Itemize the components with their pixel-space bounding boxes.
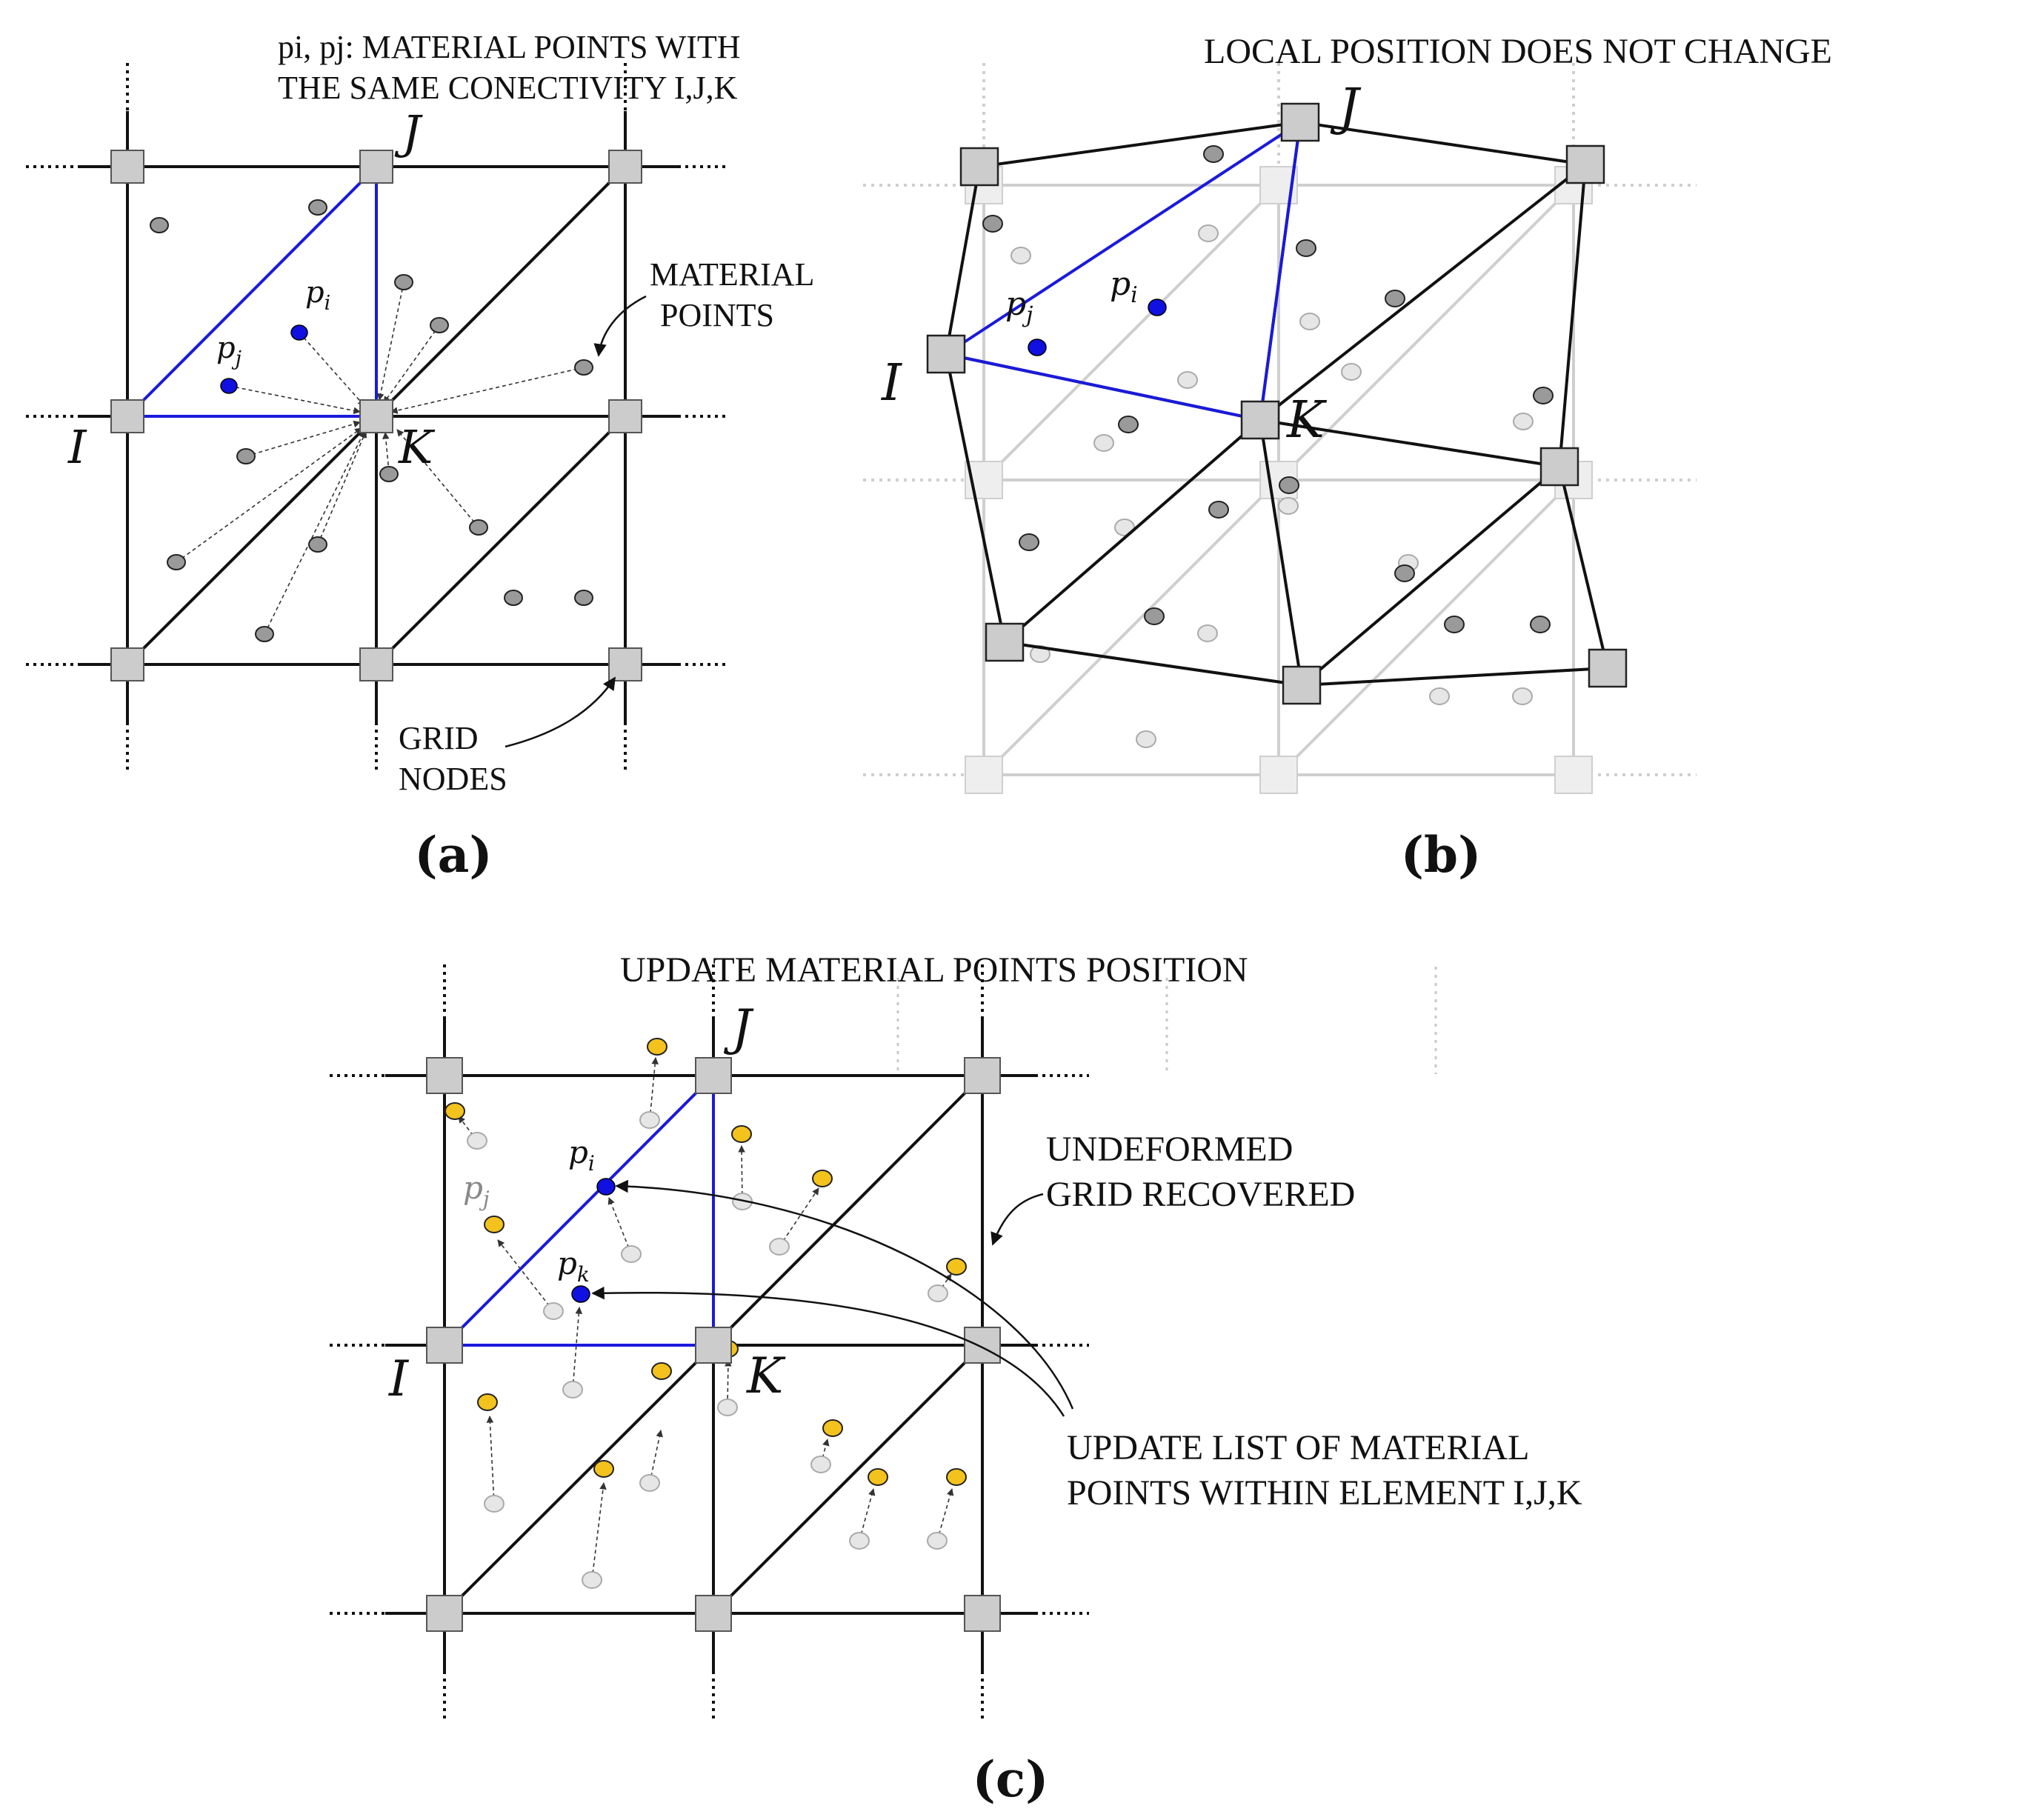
panel-a-stubs [26,63,730,770]
panel-a-material-label-line1: MATERIAL [650,256,814,293]
panel-b-grid-nodes [926,102,1628,705]
panel-a-grid-label-line1: GRID [399,720,479,756]
panel-b-material-points [982,145,1554,633]
panel-c-point-pk [571,1285,590,1303]
panel-a-tracked-points [220,324,308,394]
panel-c-update-line2: POINTS WITHIN ELEMENT I,J,K [1067,1473,1582,1513]
panel-a-node-K: K [398,420,436,474]
panel-a-caption: (a) [414,826,492,884]
panel-c-node-K: K [746,1347,786,1404]
panel-a-node-I: I [67,420,87,474]
panel-c-node-J: J [723,999,754,1056]
panel-b-label-pj: pj [1005,285,1033,328]
panel-c-ghost-marks [896,967,1437,1074]
panel-c-title: UPDATE MATERIAL POINTS POSITION [620,950,1248,990]
panel-c-caption: (c) [973,1750,1049,1808]
panel-c-label-pi: pi [568,1134,595,1176]
panel-b-caption: (b) [1401,826,1482,884]
panel-c-label-pj: pj [463,1170,490,1211]
panel-c-tracked-points [571,1178,616,1303]
panel-c-updated-points [445,1038,967,1486]
panel-b-ghost-points [1010,224,1534,748]
panel-b-tracked-points [1028,299,1167,356]
panel-b-element-IJK [942,119,1302,422]
panel-c-callout-arrows [591,1179,1074,1417]
panel-a-point-pi [290,324,308,341]
panel-a-callout-arrows [505,295,647,748]
panel-c-undeformed-line2: GRID RECOVERED [1046,1175,1355,1214]
panel-c-label-pk: pk [557,1245,590,1287]
panel-b-point-pi [1148,299,1167,316]
panel-c-grid-nodes [426,1057,1001,1632]
panel-c-displacement-arrows [458,1057,954,1581]
panel-c-stubs [330,964,1089,1722]
panel-a-material-label-line2: POINTS [660,297,774,333]
panel-b-title: LOCAL POSITION DOES NOT CHANGE [1204,32,1832,71]
panel-a: pi, pj: MATERIAL POINTS WITH THE SAME CO… [26,29,814,884]
panel-a-note-line2: THE SAME CONECTIVITY I,J,K [278,70,738,106]
panel-a-element-IJK [124,163,378,418]
panel-b-point-pj [1028,339,1047,356]
panel-b-label-pi: pi [1110,265,1138,308]
panel-a-material-points [150,199,593,642]
panel-c-undeformed-line1: UNDEFORMED [1046,1130,1293,1169]
panel-a-node-J: J [394,105,423,159]
panel-b-node-K: K [1285,391,1328,450]
panel-c-point-pi [596,1178,616,1196]
panel-b: LOCAL POSITION DOES NOT CHANGE I J K pi … [863,32,1832,884]
panel-a-label-pi: pi [305,276,330,315]
panel-c: UPDATE MATERIAL POINTS POSITION UNDEFORM… [330,950,1582,1808]
panel-a-label-pj: pj [216,331,242,370]
panel-a-point-pj [220,378,238,394]
panel-a-grid-label-line2: NODES [399,761,507,797]
panel-c-update-line1: UPDATE LIST OF MATERIAL [1067,1428,1529,1467]
panel-c-node-I: I [388,1350,410,1407]
panel-a-projection-arrows [176,281,585,635]
panel-a-note-line1: pi, pj: MATERIAL POINTS WITH [278,29,741,65]
panel-c-element-IJK [441,1072,715,1347]
panel-a-grid-nodes [110,150,642,681]
panel-c-old-positions [467,1111,948,1589]
panel-b-node-I: I [880,354,902,413]
